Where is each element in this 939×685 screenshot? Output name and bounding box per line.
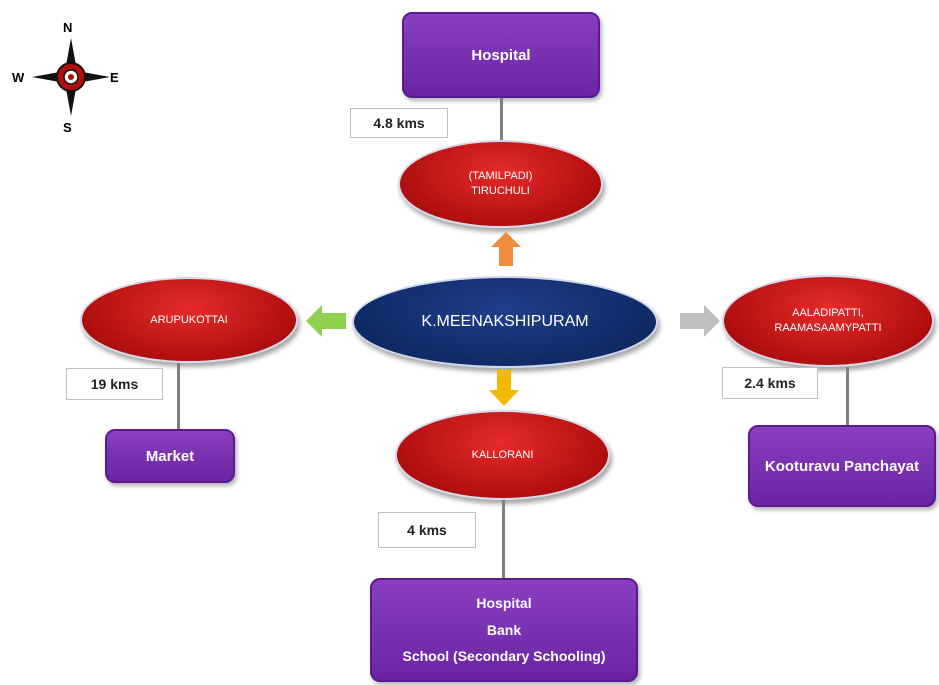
distance-label-east: 2.4 kms <box>722 367 818 399</box>
facility-label: School (Secondary Schooling) <box>402 648 606 665</box>
town-label-line: ARUPUKOTTAI <box>150 313 228 326</box>
town-ellipse-west: ARUPUKOTTAI <box>80 277 298 363</box>
arrow-north-icon <box>491 232 521 266</box>
connector-line-west <box>177 363 180 429</box>
compass-north-label: N <box>63 20 73 35</box>
distance-label-south: 4 kms <box>378 512 476 548</box>
facility-box-south: Hospital Bank School (Secondary Schoolin… <box>370 578 638 682</box>
town-label-line: AALADIPATTI, <box>792 307 864 320</box>
town-ellipse-south: KALLORANI <box>395 410 610 500</box>
facility-label: Hospital <box>476 595 532 612</box>
town-label-line: KALLORANI <box>471 448 534 461</box>
town-label-line: RAAMASAAMYPATTI <box>774 322 882 334</box>
compass-icon <box>32 38 110 116</box>
connector-line-east <box>846 367 849 425</box>
compass-east-label: E <box>110 70 119 85</box>
facility-box-west: Market <box>105 429 235 483</box>
facility-box-north: Hospital <box>402 12 600 98</box>
facility-label: Market <box>145 447 195 465</box>
facility-label: Hospital <box>471 46 531 64</box>
compass-west-label: W <box>12 70 25 85</box>
arrow-south-icon <box>489 370 519 406</box>
compass-rose: N W E S <box>12 20 122 140</box>
center-village-label: K.MEENAKSHIPURAM <box>421 313 589 330</box>
facility-box-east: Kooturavu Panchayat <box>748 425 936 507</box>
town-ellipse-north: (TAMILPADI) TIRUCHULI <box>398 140 603 228</box>
facility-label: Bank <box>486 621 522 638</box>
town-label-line: (TAMILPADI) <box>468 170 533 183</box>
town-label-line: TIRUCHULI <box>471 185 530 197</box>
arrow-east-icon <box>680 305 720 337</box>
town-ellipse-east: AALADIPATTI, RAAMASAAMYPATTI <box>722 275 934 367</box>
compass-south-label: S <box>63 120 72 135</box>
arrow-west-icon <box>306 305 346 337</box>
connector-line-south <box>502 500 505 578</box>
center-village-ellipse: K.MEENAKSHIPURAM <box>352 276 658 368</box>
connector-line-north <box>500 98 503 160</box>
facility-label: Kooturavu Panchayat <box>764 457 920 475</box>
distance-label-north: 4.8 kms <box>350 108 448 138</box>
distance-label-west: 19 kms <box>66 368 163 400</box>
